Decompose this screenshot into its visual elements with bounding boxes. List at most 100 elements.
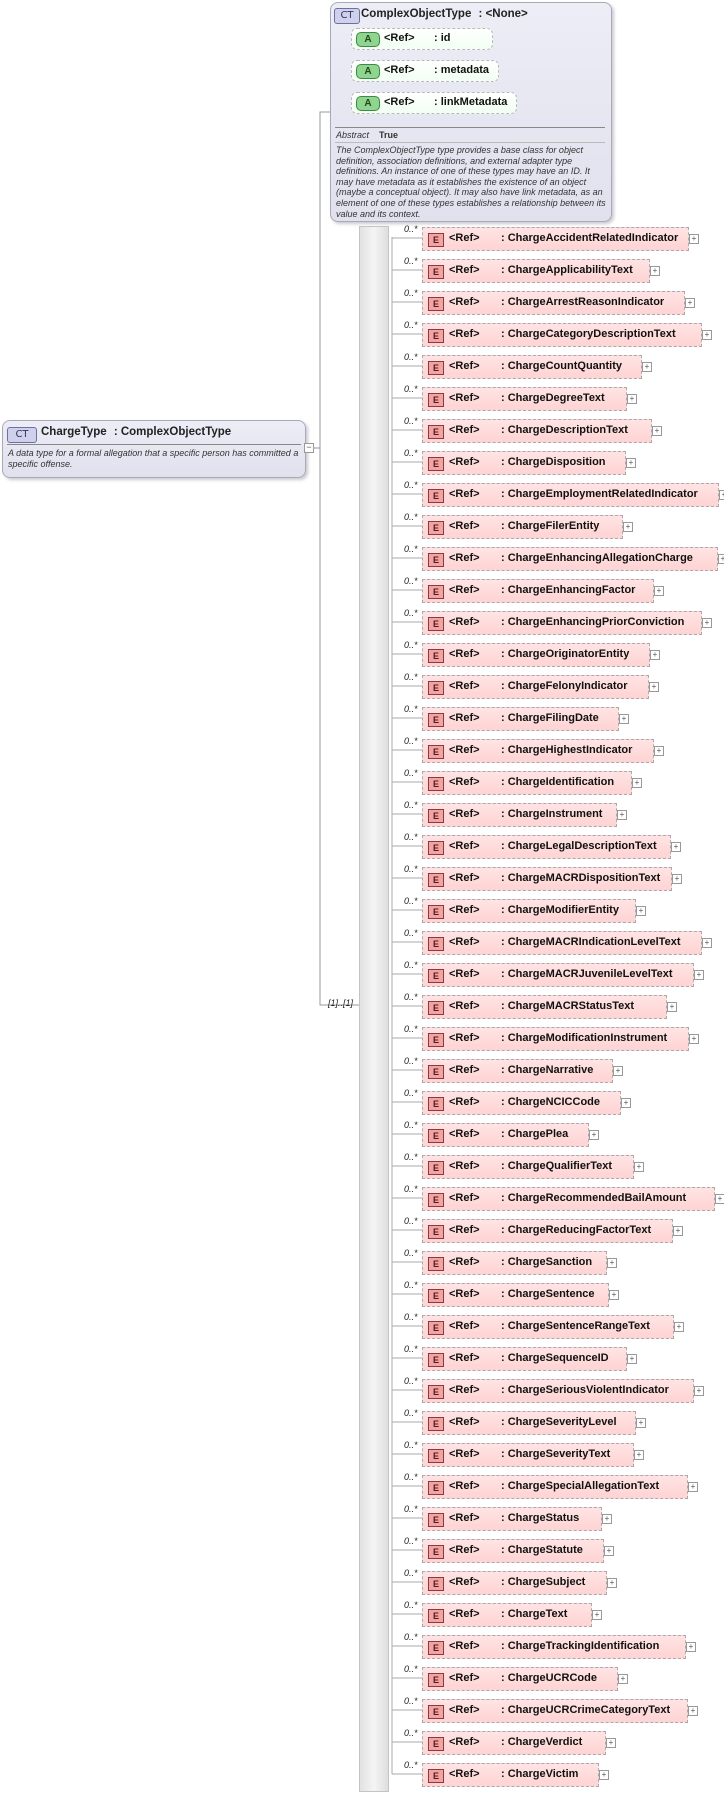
expand-toggle[interactable]: + (673, 1226, 683, 1236)
element-ref[interactable]: E<Ref>: ChargeMACRStatusText (422, 995, 667, 1019)
element-ref[interactable]: E<Ref>: ChargeDescriptionText (422, 419, 652, 443)
element-ref[interactable]: E<Ref>: ChargeNarrative (422, 1059, 613, 1083)
element-ref[interactable]: E<Ref>: ChargeModifierEntity (422, 899, 636, 923)
element-ref[interactable]: E<Ref>: ChargeUCRCrimeCategoryText (422, 1699, 688, 1723)
expand-toggle[interactable]: + (672, 874, 682, 884)
expand-toggle[interactable]: + (589, 1130, 599, 1140)
element-ref[interactable]: E<Ref>: ChargeVerdict (422, 1731, 606, 1755)
element-ref[interactable]: E<Ref>: ChargeDegreeText (422, 387, 627, 411)
expand-toggle[interactable]: + (636, 1418, 646, 1428)
expand-toggle[interactable]: + (685, 298, 695, 308)
element-ref[interactable]: E<Ref>: ChargeArrestReasonIndicator (422, 291, 685, 315)
expand-toggle[interactable]: + (617, 810, 627, 820)
element-ref[interactable]: E<Ref>: ChargeMACRIndicationLevelText (422, 931, 702, 955)
element-ref[interactable]: E<Ref>: ChargeCountQuantity (422, 355, 642, 379)
attribute-link-metadata[interactable]: A <Ref> : linkMetadata (351, 92, 517, 114)
expand-toggle[interactable]: + (642, 362, 652, 372)
expand-toggle[interactable]: + (606, 1738, 616, 1748)
expand-toggle[interactable]: + (654, 586, 664, 596)
element-ref[interactable]: E<Ref>: ChargeSeverityLevel (422, 1411, 636, 1435)
element-ref[interactable]: E<Ref>: ChargeQualifierText (422, 1155, 634, 1179)
element-ref[interactable]: E<Ref>: ChargeFilingDate (422, 707, 619, 731)
element-ref[interactable]: E<Ref>: ChargeSequenceID (422, 1347, 627, 1371)
expand-toggle[interactable]: + (607, 1578, 617, 1588)
element-ref[interactable]: E<Ref>: ChargeTrackingIdentification (422, 1635, 686, 1659)
expand-toggle[interactable]: + (627, 1354, 637, 1364)
expand-toggle[interactable]: + (652, 426, 662, 436)
expand-toggle[interactable]: + (688, 1482, 698, 1492)
expand-toggle[interactable]: + (607, 1258, 617, 1268)
expand-toggle[interactable]: + (626, 458, 636, 468)
element-ref[interactable]: E<Ref>: ChargeRecommendedBailAmount (422, 1187, 715, 1211)
element-ref[interactable]: E<Ref>: ChargeSentence (422, 1283, 609, 1307)
expand-toggle[interactable]: + (619, 714, 629, 724)
expand-toggle[interactable]: + (650, 266, 660, 276)
element-ref[interactable]: E<Ref>: ChargeSpecialAllegationText (422, 1475, 688, 1499)
element-ref[interactable]: E<Ref>: ChargeEnhancingAllegationCharge (422, 547, 718, 571)
attribute-metadata[interactable]: A <Ref> : metadata (351, 60, 499, 82)
expand-toggle[interactable]: + (671, 842, 681, 852)
element-ref[interactable]: E<Ref>: ChargeIdentification (422, 771, 632, 795)
expand-toggle[interactable]: + (689, 234, 699, 244)
expand-toggle[interactable]: + (634, 1450, 644, 1460)
expand-toggle[interactable]: + (667, 1002, 677, 1012)
expand-toggle[interactable]: + (623, 522, 633, 532)
expand-toggle[interactable]: + (702, 330, 712, 340)
expand-toggle[interactable]: + (686, 1642, 696, 1652)
element-ref[interactable]: E<Ref>: ChargeEmploymentRelatedIndicator (422, 483, 719, 507)
element-ref[interactable]: E<Ref>: ChargeSeriousViolentIndicator (422, 1379, 694, 1403)
element-ref[interactable]: E<Ref>: ChargeSentenceRangeText (422, 1315, 674, 1339)
element-ref[interactable]: E<Ref>: ChargeInstrument (422, 803, 617, 827)
element-ref[interactable]: E<Ref>: ChargeVictim (422, 1763, 599, 1787)
collapse-toggle[interactable]: − (304, 443, 314, 453)
expand-toggle[interactable]: + (621, 1098, 631, 1108)
attribute-id[interactable]: A <Ref> : id (351, 28, 493, 50)
element-ref[interactable]: E<Ref>: ChargeSanction (422, 1251, 607, 1275)
element-ref[interactable]: E<Ref>: ChargeModificationInstrument (422, 1027, 689, 1051)
expand-toggle[interactable]: + (689, 1034, 699, 1044)
expand-toggle[interactable]: + (694, 1386, 704, 1396)
expand-toggle[interactable]: + (636, 906, 646, 916)
expand-toggle[interactable]: + (609, 1290, 619, 1300)
element-ref[interactable]: E<Ref>: ChargeOriginatorEntity (422, 643, 650, 667)
expand-toggle[interactable]: + (634, 1162, 644, 1172)
expand-toggle[interactable]: + (702, 618, 712, 628)
expand-toggle[interactable]: + (592, 1610, 602, 1620)
element-ref[interactable]: E<Ref>: ChargePlea (422, 1123, 589, 1147)
element-ref[interactable]: E<Ref>: ChargeFelonyIndicator (422, 675, 649, 699)
expand-toggle[interactable]: + (694, 970, 704, 980)
expand-toggle[interactable]: + (654, 746, 664, 756)
expand-toggle[interactable]: + (718, 554, 724, 564)
element-ref[interactable]: E<Ref>: ChargeAccidentRelatedIndicator (422, 227, 689, 251)
element-ref[interactable]: E<Ref>: ChargeEnhancingFactor (422, 579, 654, 603)
element-ref[interactable]: E<Ref>: ChargeNCICCode (422, 1091, 621, 1115)
expand-toggle[interactable]: + (649, 682, 659, 692)
element-ref[interactable]: E<Ref>: ChargeFilerEntity (422, 515, 623, 539)
expand-toggle[interactable]: + (613, 1066, 623, 1076)
element-ref[interactable]: E<Ref>: ChargeHighestIndicator (422, 739, 654, 763)
expand-toggle[interactable]: + (650, 650, 660, 660)
expand-toggle[interactable]: + (632, 778, 642, 788)
element-ref[interactable]: E<Ref>: ChargeUCRCode (422, 1667, 618, 1691)
expand-toggle[interactable]: + (604, 1546, 614, 1556)
element-ref[interactable]: E<Ref>: ChargeText (422, 1603, 592, 1627)
element-ref[interactable]: E<Ref>: ChargeLegalDescriptionText (422, 835, 671, 859)
expand-toggle[interactable]: + (602, 1514, 612, 1524)
expand-toggle[interactable]: + (702, 938, 712, 948)
expand-toggle[interactable]: + (688, 1706, 698, 1716)
expand-toggle[interactable]: + (618, 1674, 628, 1684)
element-ref[interactable]: E<Ref>: ChargeSubject (422, 1571, 607, 1595)
expand-toggle[interactable]: + (719, 490, 724, 500)
charge-type-box[interactable]: CT ChargeType : ComplexObjectType A data… (2, 420, 306, 478)
element-ref[interactable]: E<Ref>: ChargeStatus (422, 1507, 602, 1531)
element-ref[interactable]: E<Ref>: ChargeReducingFactorText (422, 1219, 673, 1243)
element-ref[interactable]: E<Ref>: ChargeMACRDispositionText (422, 867, 672, 891)
element-ref[interactable]: E<Ref>: ChargeEnhancingPriorConviction (422, 611, 702, 635)
expand-toggle[interactable]: + (715, 1194, 724, 1204)
element-ref[interactable]: E<Ref>: ChargeCategoryDescriptionText (422, 323, 702, 347)
expand-toggle[interactable]: + (599, 1770, 609, 1780)
complex-object-type-box[interactable]: CT ComplexObjectType : <None> A <Ref> : … (330, 2, 612, 222)
element-ref[interactable]: E<Ref>: ChargeMACRJuvenileLevelText (422, 963, 694, 987)
element-ref[interactable]: E<Ref>: ChargeStatute (422, 1539, 604, 1563)
element-ref[interactable]: E<Ref>: ChargeApplicabilityText (422, 259, 650, 283)
